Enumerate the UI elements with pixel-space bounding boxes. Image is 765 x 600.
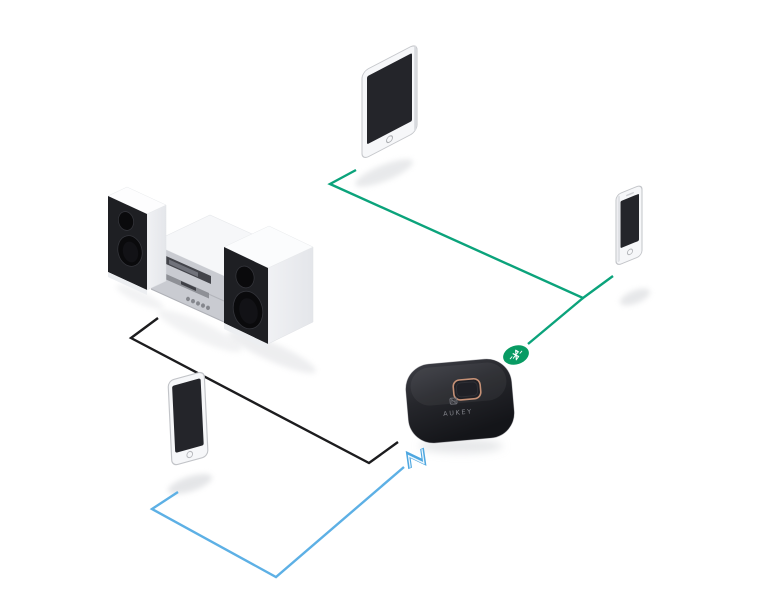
unit-display-inner [169, 259, 198, 277]
tablet-screen [367, 53, 412, 144]
right-speaker-tweeter [235, 265, 255, 289]
smartphone-left [167, 371, 209, 466]
left-speaker-woofer-cone [122, 241, 139, 263]
smartphone-right-home-button-icon [626, 248, 634, 256]
stereo-shadow [116, 284, 164, 310]
receiver-button [452, 377, 482, 401]
unit-bottom-edge [150, 288, 225, 323]
bluetooth-line-branch [527, 297, 584, 345]
tablet-edge [414, 45, 417, 131]
left-speaker [107, 186, 167, 295]
smartphone-right-reflection [619, 288, 651, 306]
connection-lines [128, 168, 614, 579]
unit-buttons [186, 296, 210, 310]
left-speaker-base [108, 272, 147, 295]
smartphone-right [615, 185, 643, 265]
nfc-mark-on-receiver [449, 397, 458, 405]
right-speaker-woofer-cone [239, 298, 258, 324]
smartphone-left-screen [172, 378, 204, 453]
smartphone-left-reflection [168, 473, 212, 495]
bluetooth-receiver: AUKEY [405, 358, 515, 444]
tablet [361, 45, 418, 159]
stereo-shadow [158, 309, 242, 353]
unit-cd-slot-dark [181, 281, 196, 291]
receiver-body [405, 358, 515, 444]
bluetooth-icon [509, 349, 523, 361]
nfc-line [149, 466, 405, 579]
right-speaker-base [224, 323, 268, 350]
smartphone-right-edge [617, 195, 621, 262]
stereo-system [107, 186, 314, 350]
receiver-button-inner [455, 381, 479, 398]
smartphone-right-screen [620, 194, 639, 248]
left-speaker-tweeter [117, 211, 135, 231]
receiver-shadow [419, 439, 503, 453]
smartphone-right-earpiece [626, 191, 634, 197]
bluetooth-line-main [327, 168, 614, 300]
nfc-icon [405, 447, 427, 470]
tablet-reflection [355, 159, 413, 187]
tablet-home-button-icon [386, 135, 393, 144]
bluetooth-badge [503, 345, 529, 365]
nfc-badge [405, 447, 427, 470]
smartphone-left-home-button-icon [186, 450, 194, 459]
aux-line [128, 317, 399, 465]
left-speaker-side [146, 204, 167, 291]
aukey-logo: AUKEY [443, 407, 473, 418]
right-speaker [223, 225, 314, 350]
